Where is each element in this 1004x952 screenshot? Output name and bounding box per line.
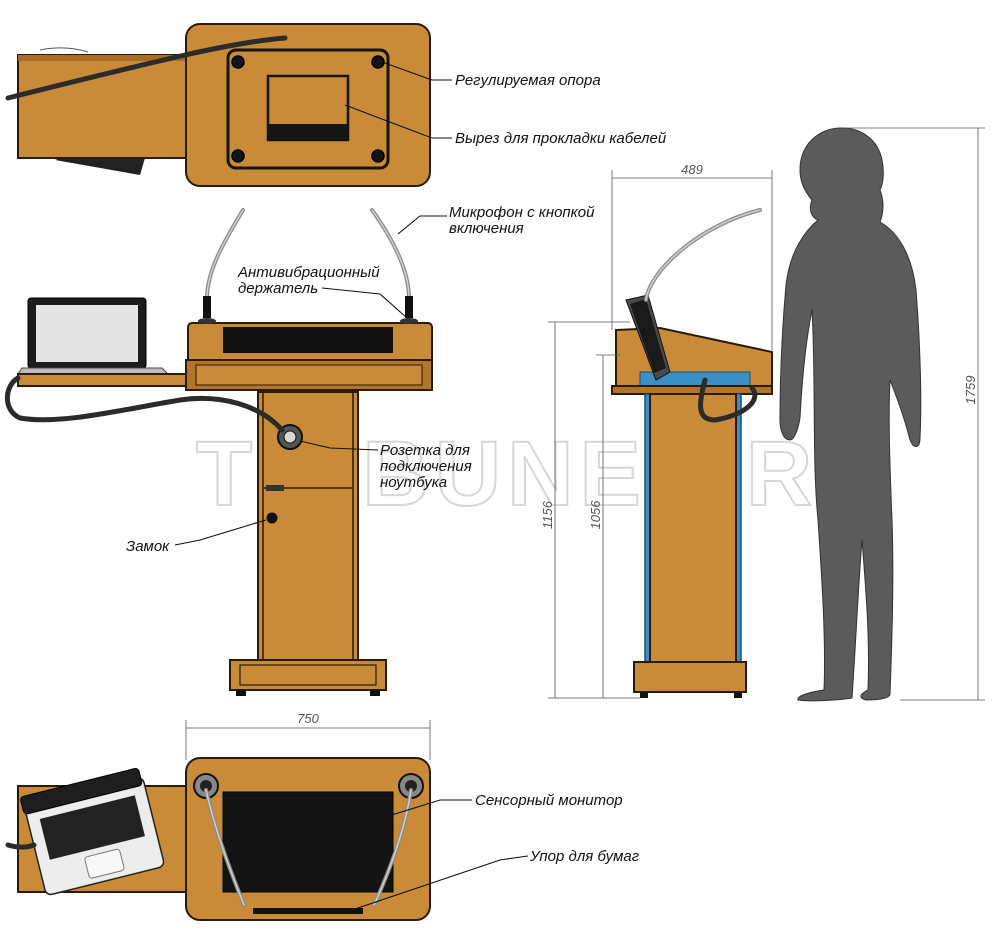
dim-height-total: 1156 — [540, 500, 555, 529]
top-view — [5, 23, 431, 187]
dim-side-depth: 489 — [681, 162, 703, 177]
person-silhouette — [779, 127, 922, 702]
top-view-laptop-edge — [55, 158, 145, 175]
front-laptop-cable — [4, 375, 285, 433]
dim-person-height: 1759 — [963, 376, 978, 405]
side-base — [633, 661, 747, 693]
label-adjustable-support: Регулируемая опора — [455, 72, 601, 89]
mount-frame — [226, 48, 390, 170]
top-view-cable — [5, 35, 288, 101]
side-cable — [698, 377, 758, 423]
side-mic — [644, 208, 762, 302]
support-foot — [231, 149, 245, 163]
person-body — [779, 127, 922, 702]
plan-touch-monitor — [222, 791, 394, 893]
cable-cutout-slot — [268, 124, 348, 140]
label-socket: Розетка для — [380, 442, 470, 459]
label-socket-2: подключения — [380, 458, 472, 475]
side-column — [649, 393, 737, 663]
label-paper-stop: Упор для бумаг — [529, 848, 640, 865]
plan-laptop — [20, 768, 165, 896]
front-view — [4, 208, 433, 696]
label-cable-cutout: Вырез для прокладки кабелей — [455, 130, 667, 147]
label-microphone-2: включения — [449, 220, 524, 237]
support-foot — [371, 149, 385, 163]
front-monitor-edge — [223, 327, 393, 353]
label-antivibration: Антивибрационный — [237, 264, 380, 281]
support-foot — [231, 55, 245, 69]
label-touch-monitor: Сенсорный монитор — [475, 792, 623, 809]
label-socket-3: ноутбука — [380, 474, 447, 491]
plan-paper-stop — [253, 908, 363, 914]
dim-height-desk: 1056 — [588, 500, 603, 530]
plan-view — [5, 757, 431, 921]
lock — [266, 512, 278, 524]
front-column — [257, 391, 359, 661]
side-desk-band — [611, 385, 773, 395]
front-laptop-screen — [36, 305, 138, 362]
support-foot — [371, 55, 385, 69]
top-view-body — [185, 23, 431, 187]
label-microphone: Микрофон с кнопкой — [449, 204, 595, 221]
front-shelf — [17, 373, 191, 387]
dim-front-width: 750 — [297, 711, 319, 726]
label-antivibration-2: держатель — [238, 280, 318, 297]
top-view-shelf — [17, 54, 191, 159]
side-view — [611, 208, 773, 698]
label-lock: Замок — [126, 538, 170, 555]
